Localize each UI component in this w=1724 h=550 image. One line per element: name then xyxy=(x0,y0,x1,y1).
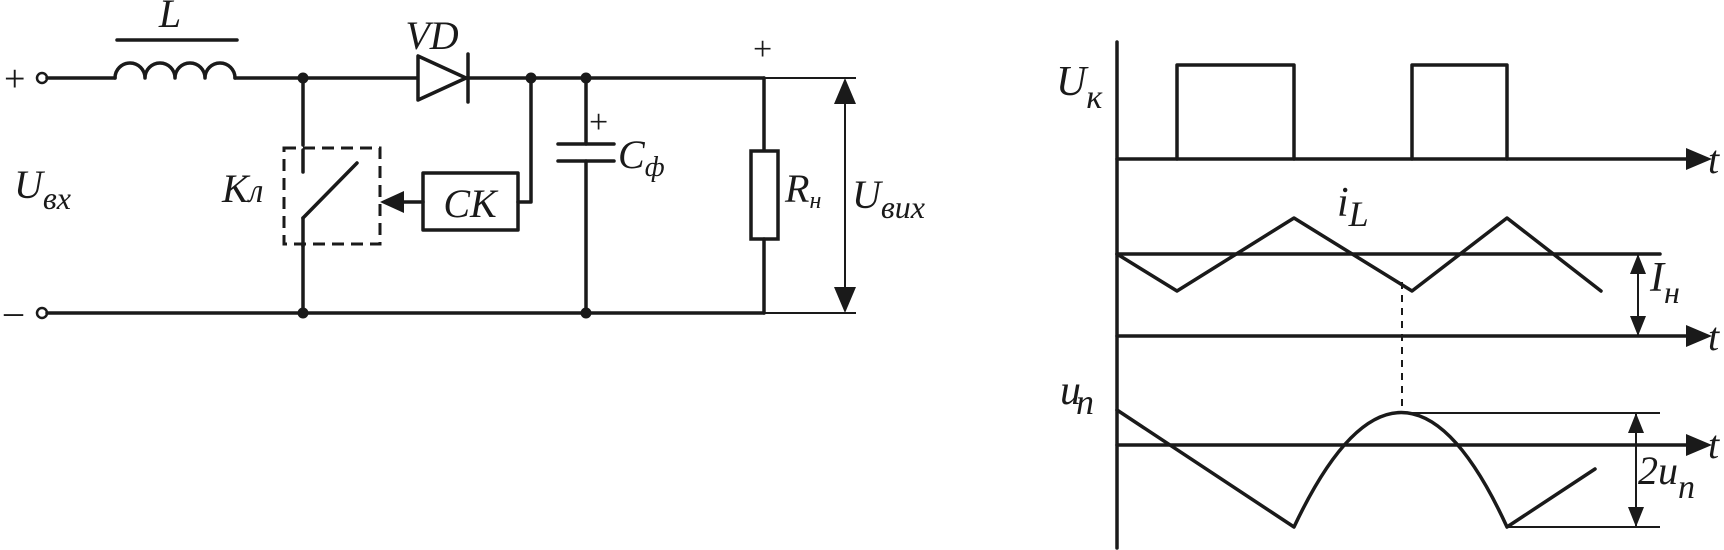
capacitor-label-sub: ф xyxy=(645,152,665,183)
capacitor-label-main: C xyxy=(618,132,646,177)
load-current-arrow-bottom xyxy=(1630,316,1646,336)
ripple-arrow-bottom xyxy=(1628,507,1644,527)
switch-label-main: К xyxy=(221,166,251,211)
load-label: Rн xyxy=(784,166,821,214)
switch-dashed-box xyxy=(282,146,382,246)
input-voltage-main: U xyxy=(14,162,46,207)
ripple-voltage-sub: п xyxy=(1076,382,1094,422)
output-voltage-main: U xyxy=(852,172,884,217)
control-arrow-head xyxy=(380,191,404,213)
capacitor-polarity: + xyxy=(589,104,608,141)
input-voltage-sub: вх xyxy=(43,180,71,216)
load-label-sub: н xyxy=(809,188,821,214)
input-minus-sign: – xyxy=(3,291,24,333)
switch-voltage-main: U xyxy=(1056,59,1089,105)
switch-pulse-2 xyxy=(1410,63,1509,161)
timing-diagrams: Uк t t t iL Iн uп 2uп xyxy=(1056,40,1720,550)
output-arrow-head-bottom xyxy=(834,287,856,313)
ripple-amplitude-main: 2u xyxy=(1638,448,1678,493)
time-label: t xyxy=(1708,137,1720,182)
diode-triangle xyxy=(416,54,468,102)
output-arrow-head-top xyxy=(834,78,856,104)
time-label: t xyxy=(1708,422,1720,467)
switch-voltage-label: Uк xyxy=(1056,59,1103,116)
junction-dot xyxy=(580,307,592,319)
ripple-amplitude-label: 2uп xyxy=(1638,448,1695,506)
time-axis-arrow xyxy=(1686,434,1712,456)
ripple-voltage-waveform xyxy=(1115,408,1597,529)
load-current-main: I xyxy=(1649,255,1666,301)
junction-dot xyxy=(297,72,309,84)
junction-dot xyxy=(525,72,537,84)
load-current-arrow-top xyxy=(1630,254,1646,274)
ripple-voltage-label: uп xyxy=(1060,368,1094,422)
load-resistor xyxy=(749,149,780,241)
time-label: t xyxy=(1708,314,1720,359)
inductor-coil xyxy=(113,61,237,80)
inductor-label: L xyxy=(158,0,181,36)
switch-voltage-sub: к xyxy=(1086,79,1103,116)
junction-dot xyxy=(297,307,309,319)
load-current-label: Iн xyxy=(1649,255,1680,310)
time-axis-arrow xyxy=(1686,325,1712,347)
junction-dot xyxy=(580,72,592,84)
input-plus-sign: + xyxy=(4,58,25,100)
ripple-amplitude-sub: п xyxy=(1678,469,1695,506)
switch-blade xyxy=(301,161,359,220)
inductor-current-waveform xyxy=(1115,216,1603,293)
switch-label-sub: л xyxy=(247,173,264,210)
output-voltage-label: Uвих xyxy=(852,172,925,225)
control-block-label: СК xyxy=(443,181,499,226)
inductor-current-sub: L xyxy=(1348,194,1369,234)
ripple-arrow-top xyxy=(1628,413,1644,433)
capacitor-label: Cф xyxy=(618,132,665,183)
load-label-main: R xyxy=(784,166,809,211)
output-plus-sign: + xyxy=(753,31,772,68)
circuit-schematic: + – xyxy=(3,0,925,333)
time-axis-arrow xyxy=(1686,148,1712,170)
inductor-current-label: iL xyxy=(1337,180,1369,234)
control-feedback-wire xyxy=(516,76,533,204)
input-voltage-label: Uвх xyxy=(14,162,71,216)
inductor-current-main: i xyxy=(1337,180,1349,226)
switch-label: Кл xyxy=(221,166,263,211)
ripple-voltage-main: u xyxy=(1060,368,1081,414)
diode-label: VD xyxy=(405,13,458,58)
switch-pulse-1 xyxy=(1175,63,1296,161)
output-voltage-sub: вих xyxy=(881,189,925,225)
load-current-sub: н xyxy=(1664,274,1680,310)
